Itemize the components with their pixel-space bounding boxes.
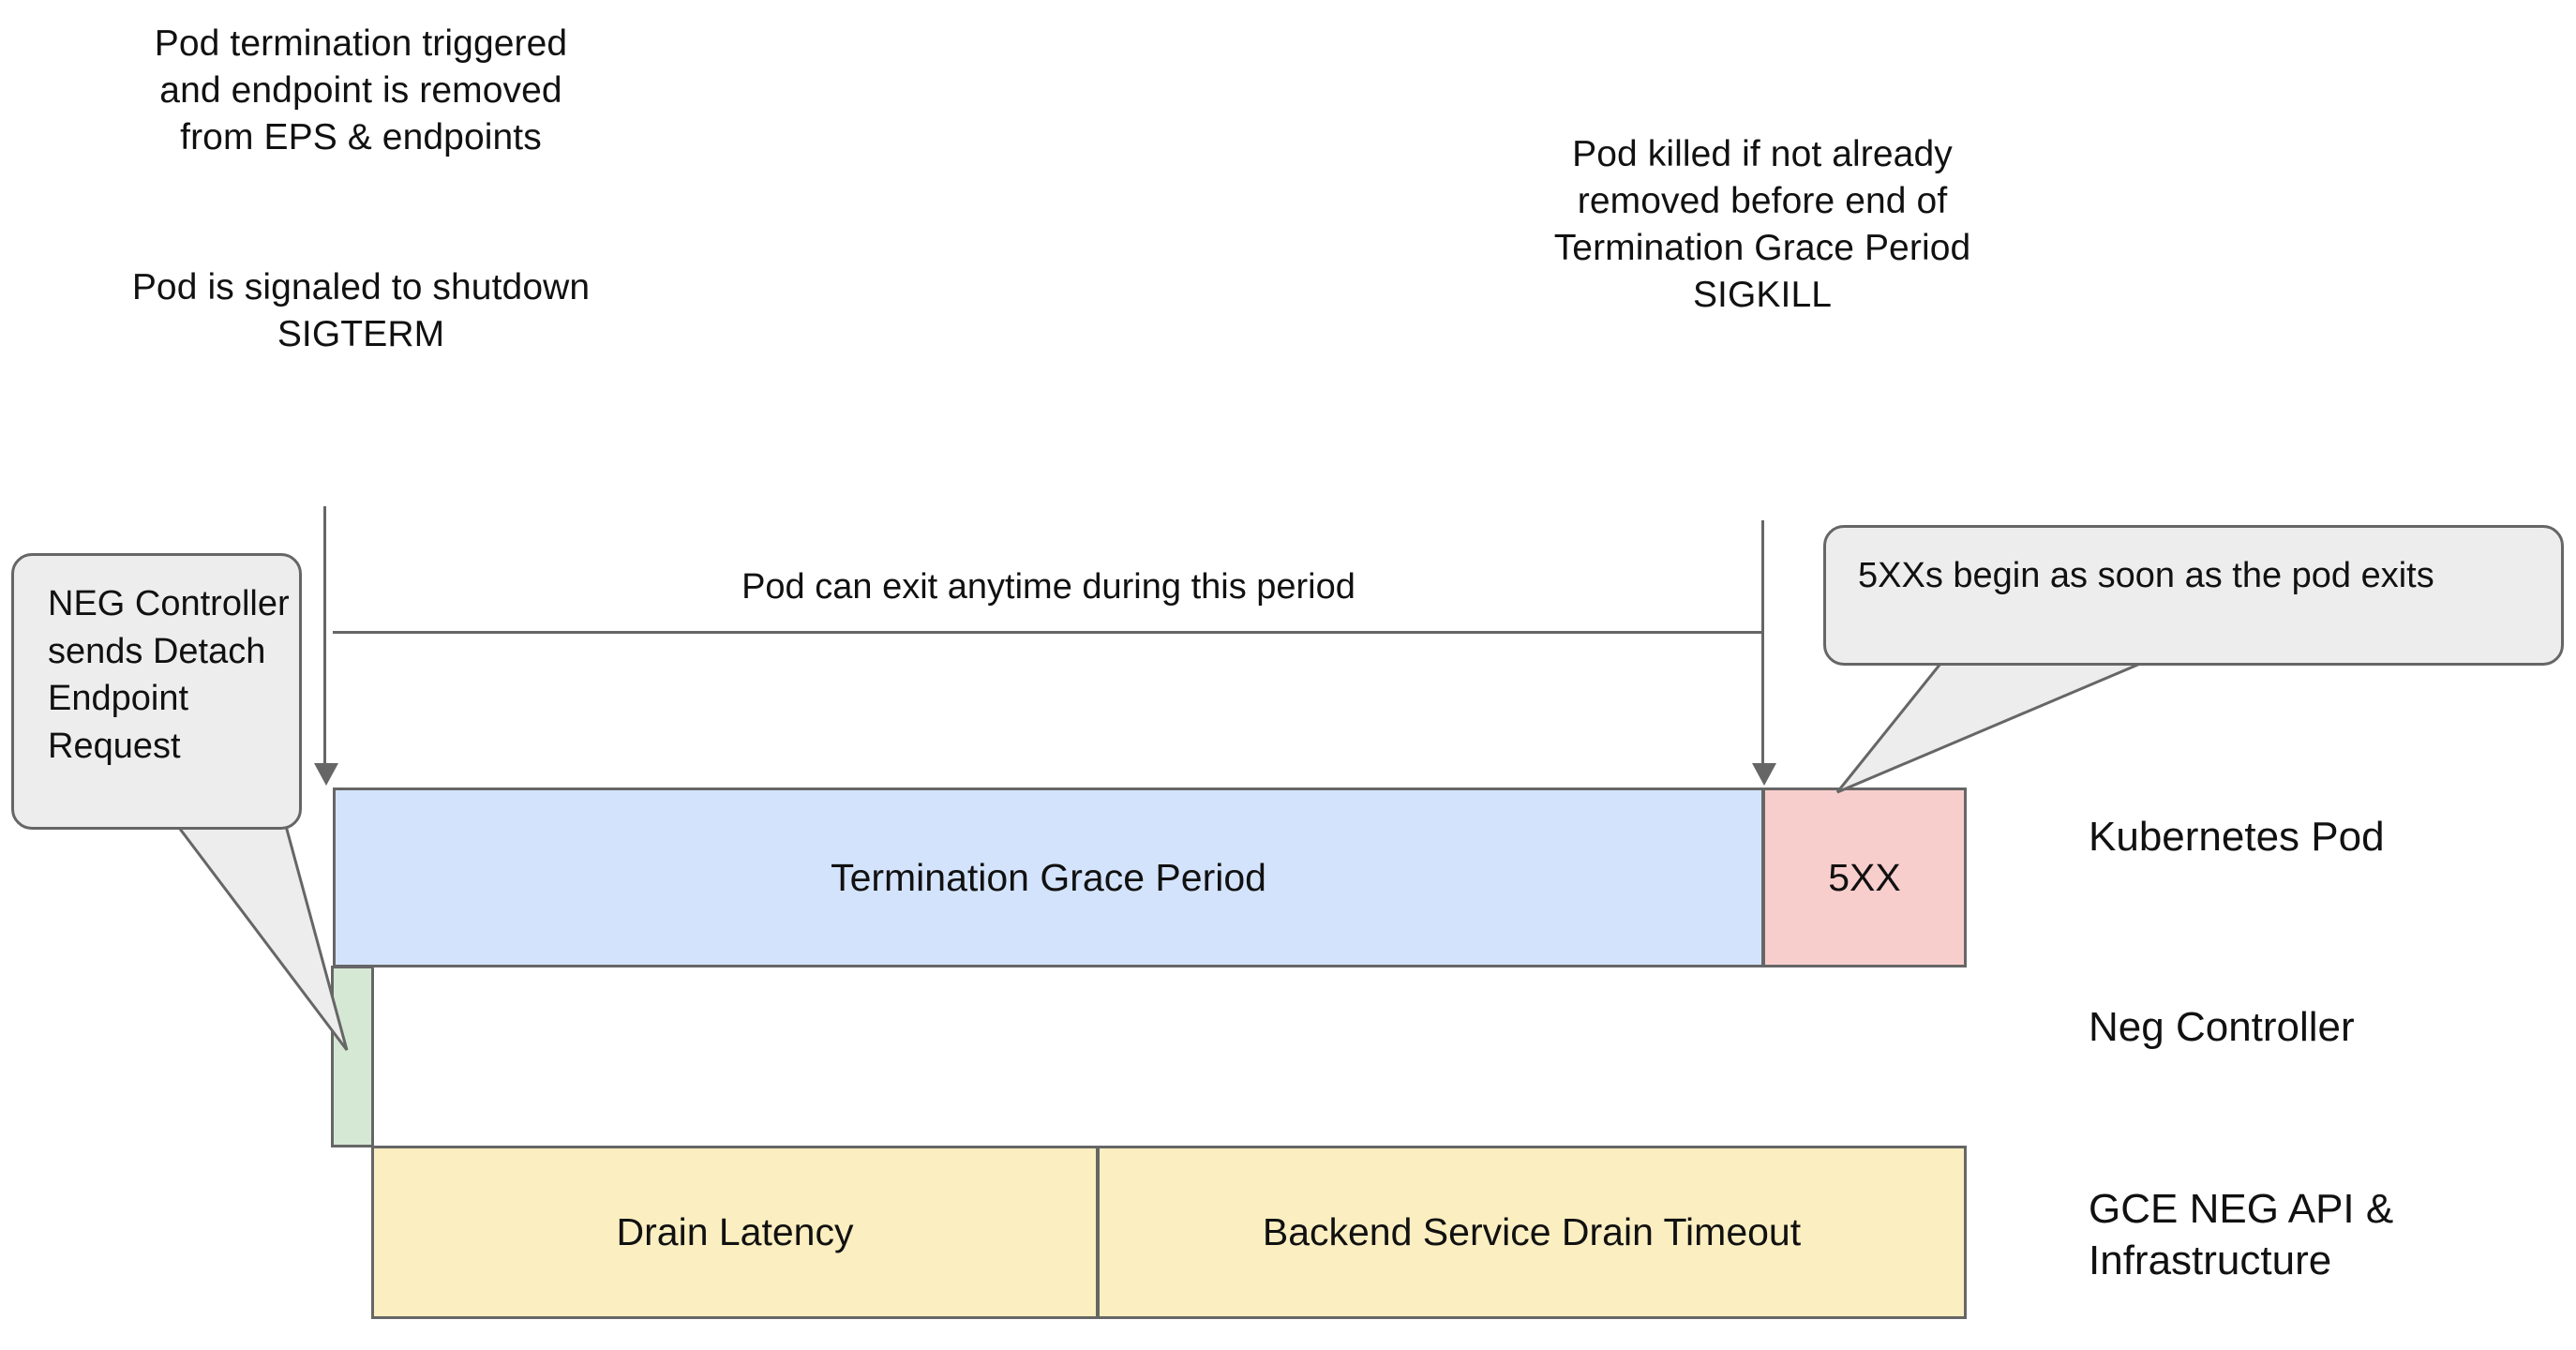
bar-neg-detach[interactable]: [331, 966, 374, 1148]
callout-tail-5xx-polygon: [1835, 662, 2141, 794]
callout-neg-controller[interactable]: NEG Controller sends Detach Endpoint Req…: [11, 553, 302, 830]
callout-neg-controller-text: NEG Controller sends Detach Endpoint Req…: [48, 584, 290, 766]
bar-backend-service-drain-timeout[interactable]: Backend Service Drain Timeout: [1097, 1146, 1967, 1319]
bar-drain-latency[interactable]: Drain Latency: [371, 1146, 1099, 1319]
period-caption: Pod can exit anytime during this period: [741, 567, 1355, 607]
arrow-shaft-termination-start: [323, 506, 326, 767]
bar-label-termination-grace-period: Termination Grace Period: [831, 855, 1266, 899]
arrow-shaft-termination-end: [1761, 520, 1764, 767]
arrow-head-termination-end: [1752, 763, 1776, 786]
bar-label-drain-latency: Drain Latency: [616, 1210, 854, 1253]
callout-5xx-begin[interactable]: 5XXs begin as soon as the pod exits: [1823, 525, 2564, 666]
callout-5xx-begin-text: 5XXs begin as soon as the pod exits: [1858, 556, 2434, 595]
arrow-head-termination-start: [314, 763, 338, 786]
note-pod-signaled-shutdown: Pod is signaled to shutdown SIGTERM: [131, 267, 591, 354]
bar-5xx[interactable]: 5XX: [1762, 788, 1967, 968]
note-pod-killed-sigkill: Pod killed if not already removed before…: [1553, 134, 1971, 315]
row-label-neg-controller: Neg Controller: [2089, 1004, 2355, 1050]
callout-tail-neg-polygon: [156, 800, 349, 1051]
note-pod-termination-triggered: Pod termination triggered and endpoint i…: [154, 23, 568, 158]
period-span-rule: [333, 631, 1764, 634]
row-label-kubernetes-pod: Kubernetes Pod: [2089, 814, 2385, 860]
bar-label-backend-service-drain-timeout: Backend Service Drain Timeout: [1262, 1210, 1802, 1253]
bar-termination-grace-period[interactable]: Termination Grace Period: [333, 788, 1764, 968]
bar-label-5xx: 5XX: [1828, 855, 1901, 899]
row-label-gce-neg-api: GCE NEG API & Infrastructure: [2089, 1186, 2394, 1283]
